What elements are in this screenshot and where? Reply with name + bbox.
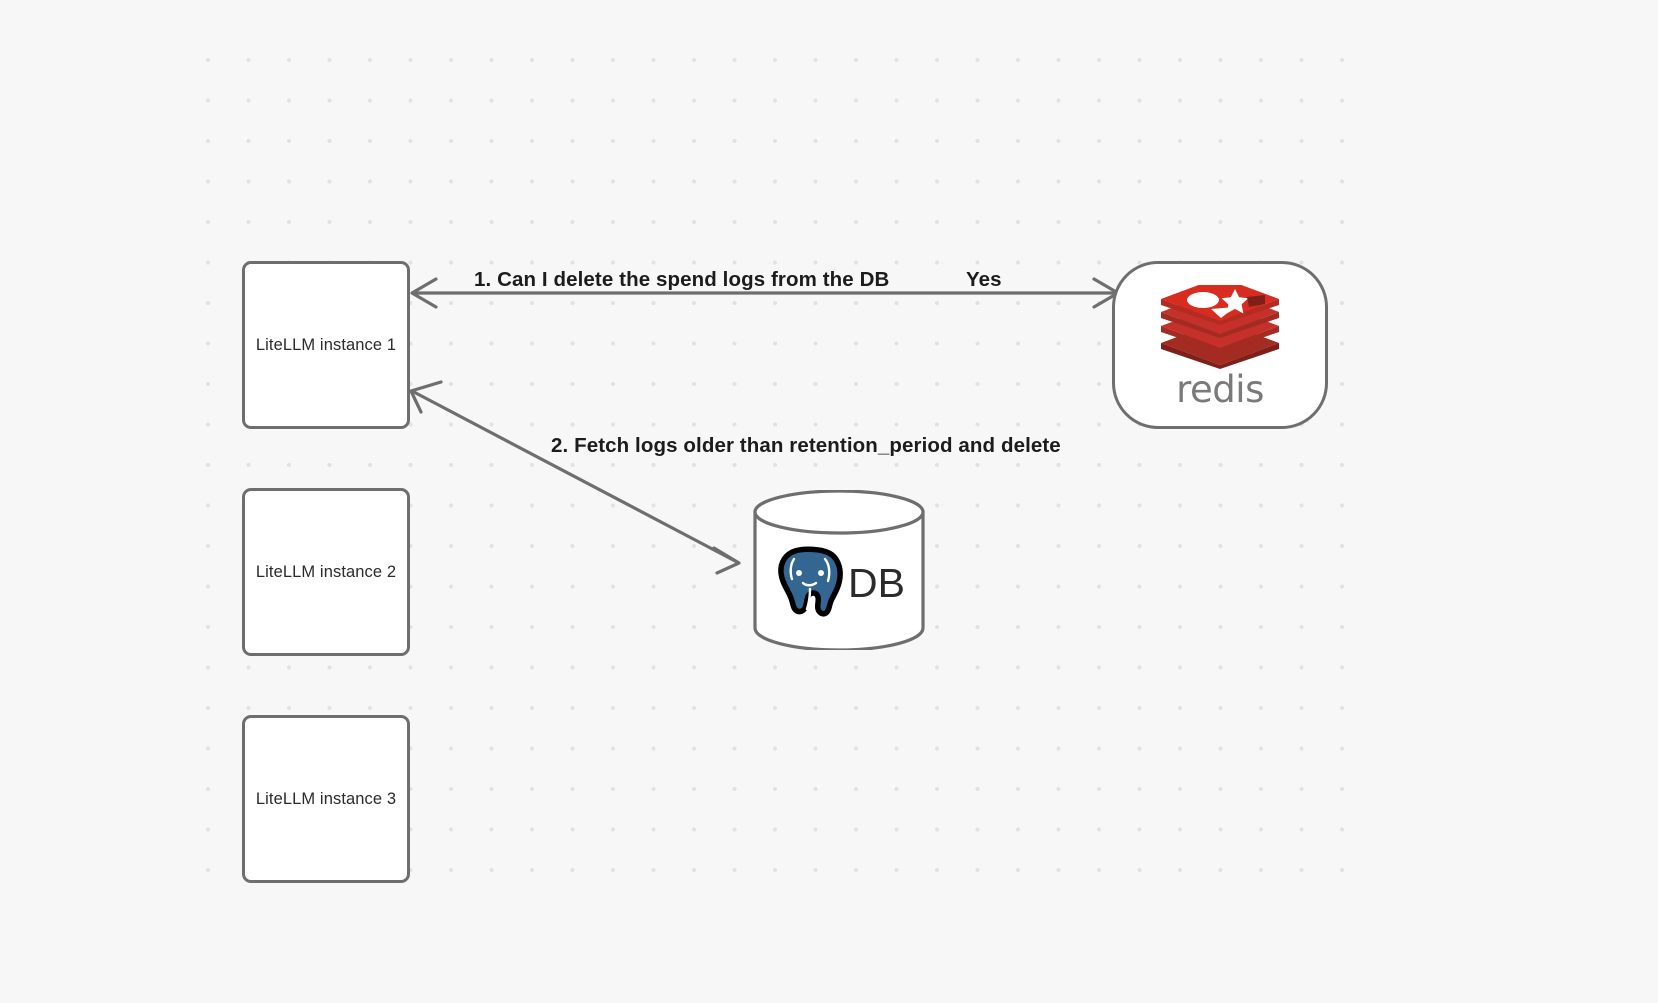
arrowhead-left-into-instance-1 [410,277,438,309]
node-litellm-instance-1[interactable]: LiteLLM instance 1 [242,261,410,429]
node-database[interactable]: DB [752,490,926,650]
node-label-instance-1: LiteLLM instance 1 [255,335,397,354]
edge-label-answer: Yes [966,268,1002,291]
node-label-instance-2: LiteLLM instance 2 [255,562,397,581]
node-litellm-instance-3[interactable]: LiteLLM instance 3 [242,715,410,883]
node-label-instance-3: LiteLLM instance 3 [255,789,397,808]
redis-logo-group: redis [1159,284,1281,411]
node-redis[interactable]: redis [1112,261,1328,429]
node-litellm-instance-2[interactable]: LiteLLM instance 2 [242,488,410,656]
edge-line-diagonal [410,389,739,564]
arrowhead-upper-into-instance-1 [409,380,443,414]
edge-label-question: 1. Can I delete the spend logs from the … [474,268,890,291]
postgresql-elephant-icon [778,546,843,617]
redis-wordmark: redis [1176,367,1264,411]
database-label: DB [848,559,905,606]
edge-fetch-delete [409,380,741,575]
database-logo-group: DB [752,490,926,650]
redis-logo-icon [1161,284,1279,369]
edge-label-fetch-delete: 2. Fetch logs older than retention_perio… [551,434,1061,457]
arrowhead-lower-into-db [712,546,741,575]
